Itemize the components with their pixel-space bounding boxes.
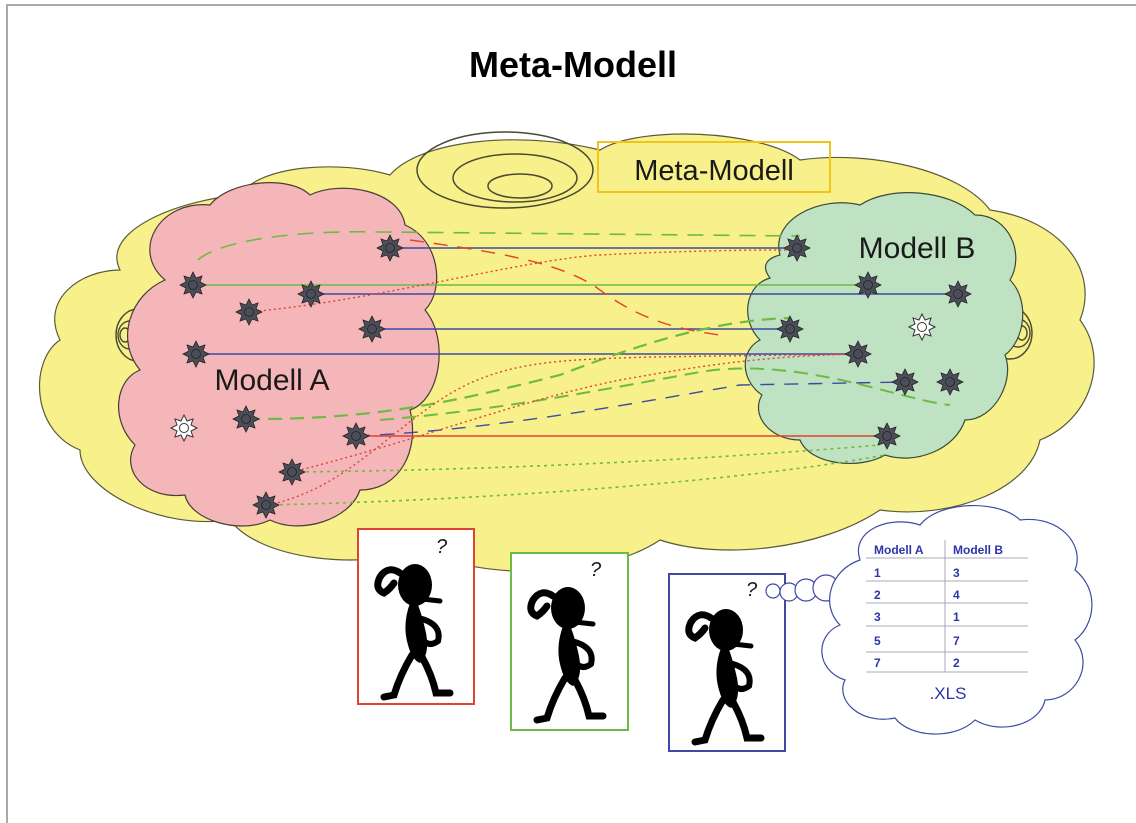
- element-star-icon: [252, 491, 280, 519]
- table-cell: 2: [874, 588, 881, 602]
- question-mark: ?: [746, 579, 758, 601]
- element-star-icon: [376, 234, 404, 262]
- model-b-cloud: Modell B: [744, 192, 1024, 465]
- links-green: [193, 230, 951, 506]
- meta-cloud-swirl-top: [416, 131, 594, 209]
- element-star-icon: [297, 280, 325, 308]
- person-2: ?: [510, 552, 629, 731]
- model-a-unmapped: [170, 414, 198, 442]
- unmapped-star-icon: [170, 414, 198, 442]
- mapping-table: [866, 540, 1028, 673]
- table-cell: 2: [953, 656, 960, 670]
- element-star-icon: [776, 315, 804, 343]
- model-a-label: Modell A: [214, 364, 329, 397]
- element-star-icon: [182, 340, 210, 368]
- table-cell: 3: [874, 610, 881, 624]
- table-cell: 5: [874, 634, 881, 648]
- table-cell: 3: [953, 566, 960, 580]
- element-star-icon: [944, 280, 972, 308]
- element-star-icon: [179, 271, 207, 299]
- element-star-icon: [844, 340, 872, 368]
- element-star-icon: [235, 298, 263, 326]
- table-cell: 7: [953, 634, 960, 648]
- question-mark: ?: [436, 536, 448, 558]
- element-star-icon: [936, 368, 964, 396]
- table-header-model-b: Modell B: [953, 543, 1003, 557]
- element-star-icon: [232, 405, 260, 433]
- element-star-icon: [854, 271, 882, 299]
- person-3: ?: [668, 573, 786, 752]
- element-star-icon: [873, 422, 901, 450]
- unmapped-star-icon: [908, 313, 936, 341]
- model-b-unmapped: [908, 313, 936, 341]
- model-b-label: Modell B: [859, 232, 976, 265]
- meta-model-label: Meta-Modell: [597, 141, 831, 193]
- thought-cloud: Modell A Modell B 1 3 2 4 3 1 5 7 7 2 .X…: [821, 504, 1093, 735]
- meta-model-label-text: Meta-Modell: [634, 155, 794, 187]
- element-star-icon: [891, 368, 919, 396]
- table-cell: 1: [874, 566, 881, 580]
- table-header-model-a: Modell A: [874, 543, 924, 557]
- slide-title: Meta-Modell: [468, 44, 677, 85]
- table-cell: 4: [953, 588, 960, 602]
- xls-caption: .XLS: [930, 684, 967, 703]
- person-1: ?: [357, 528, 475, 705]
- table-cell: 7: [874, 656, 881, 670]
- element-star-icon: [358, 315, 386, 343]
- element-star-icon: [783, 234, 811, 262]
- question-mark: ?: [590, 559, 602, 581]
- table-cell: 1: [953, 610, 960, 624]
- links-blue: [196, 247, 958, 437]
- element-star-icon: [342, 422, 370, 450]
- element-star-icon: [278, 458, 306, 486]
- links-red: [248, 239, 887, 506]
